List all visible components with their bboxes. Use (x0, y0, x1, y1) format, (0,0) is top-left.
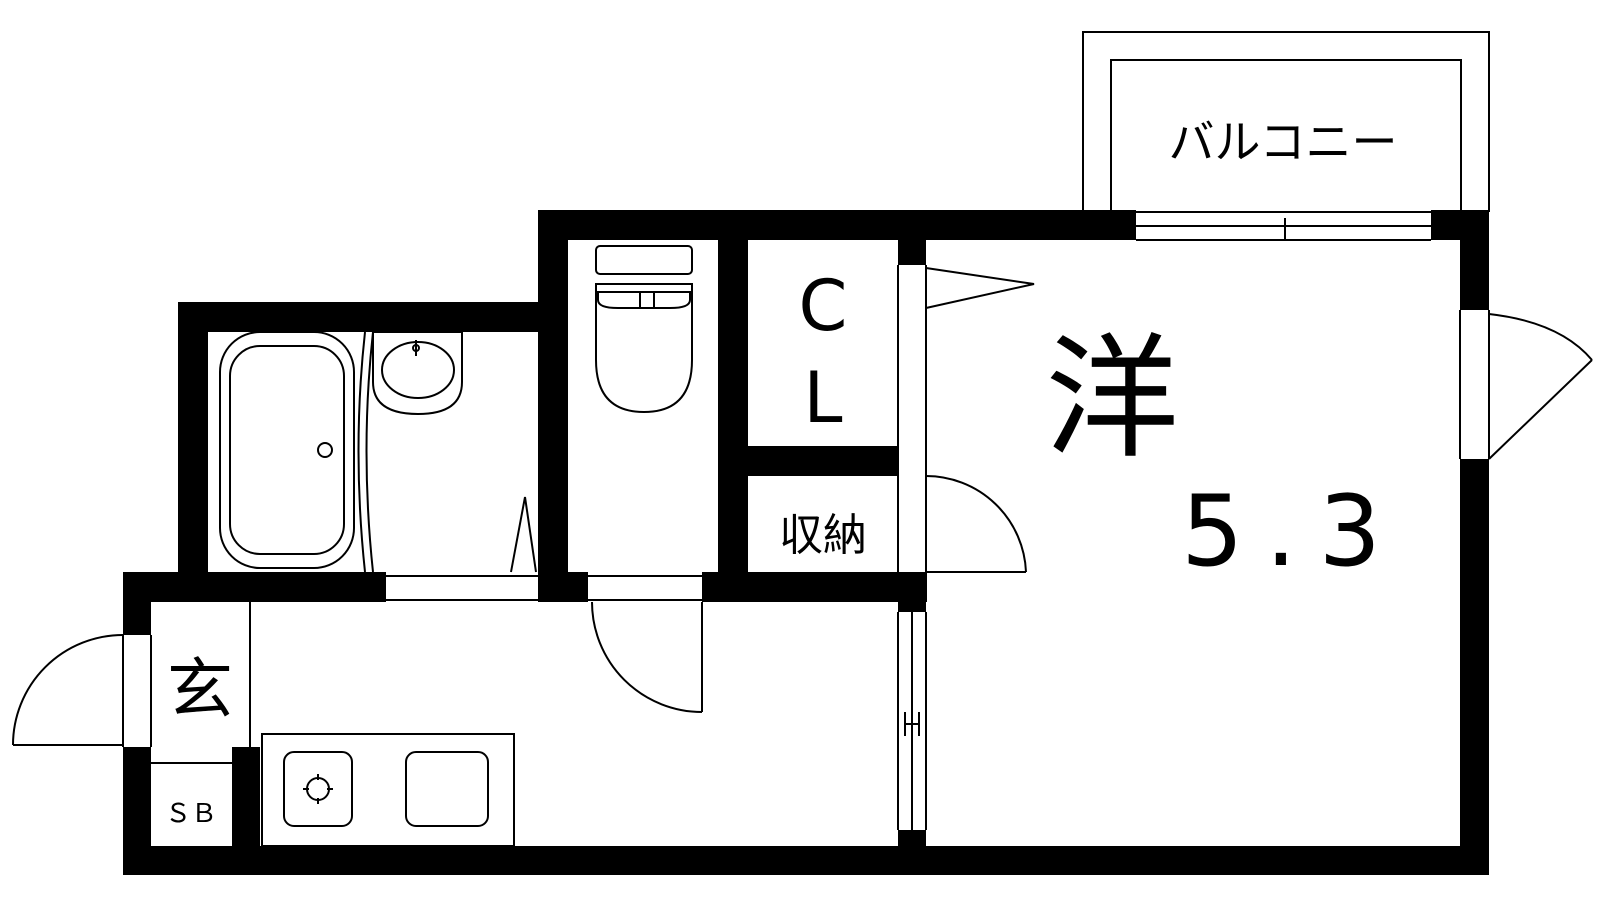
western-room-size: 5.3 (1181, 475, 1403, 589)
wash-basin (372, 331, 463, 416)
kitchen-counter (261, 733, 515, 847)
partitions (122, 211, 1490, 830)
balcony (1082, 31, 1490, 212)
toilet (595, 245, 693, 414)
storage-label: 収納 (779, 510, 867, 561)
closet-label-l: L (804, 357, 843, 439)
door-swings (12, 267, 1593, 746)
entrance-label: 玄 (167, 651, 233, 728)
closet-label-c: C (799, 265, 848, 347)
shoe-box-label: ＳＢ (165, 799, 217, 829)
western-room-kanji: 洋 (1045, 321, 1179, 477)
walls (123, 210, 1489, 875)
balcony-label: バルコニー (1168, 115, 1397, 169)
gas-burner-icon (303, 774, 333, 804)
bathtub (219, 331, 355, 569)
